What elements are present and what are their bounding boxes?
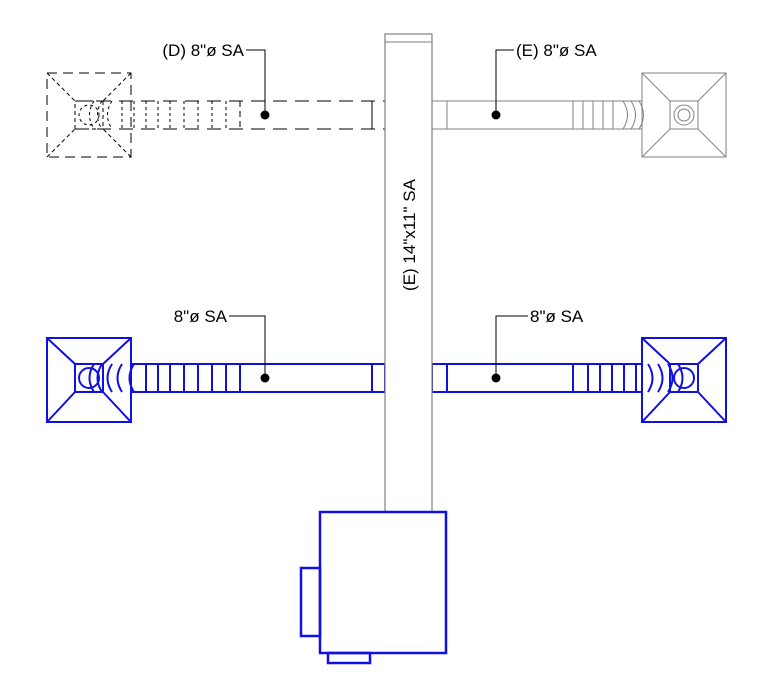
leader-demo-duct <box>246 49 266 115</box>
demolished-diffuser-left <box>46 72 132 158</box>
leader-dot-demo <box>260 110 270 120</box>
new-branch-right <box>431 363 684 393</box>
leader-new-left <box>229 315 266 378</box>
existing-diffuser-right <box>641 72 727 158</box>
new-duct-right-label: 8"ø SA <box>530 307 584 326</box>
new-diffuser-left <box>46 337 132 423</box>
main-trunk-duct: (E) 14"x11" SA <box>384 33 433 513</box>
leader-dot-new-left <box>260 373 270 383</box>
existing-duct-label: (E) 8"ø SA <box>516 41 597 60</box>
leader-dot-existing <box>491 110 501 120</box>
demo-duct-label: (D) 8"ø SA <box>162 41 244 60</box>
leader-dot-new-right <box>491 373 501 383</box>
main-trunk-label: (E) 14"x11" SA <box>400 178 419 291</box>
new-duct-left-label: 8"ø SA <box>174 307 228 326</box>
new-branch-left <box>88 363 386 393</box>
new-diffuser-right <box>641 337 727 423</box>
demolished-branch-left <box>75 100 385 130</box>
leader-existing-right <box>495 49 514 115</box>
existing-branch-right <box>431 100 644 130</box>
air-handler-unit <box>299 510 448 665</box>
leader-new-right <box>495 315 528 378</box>
